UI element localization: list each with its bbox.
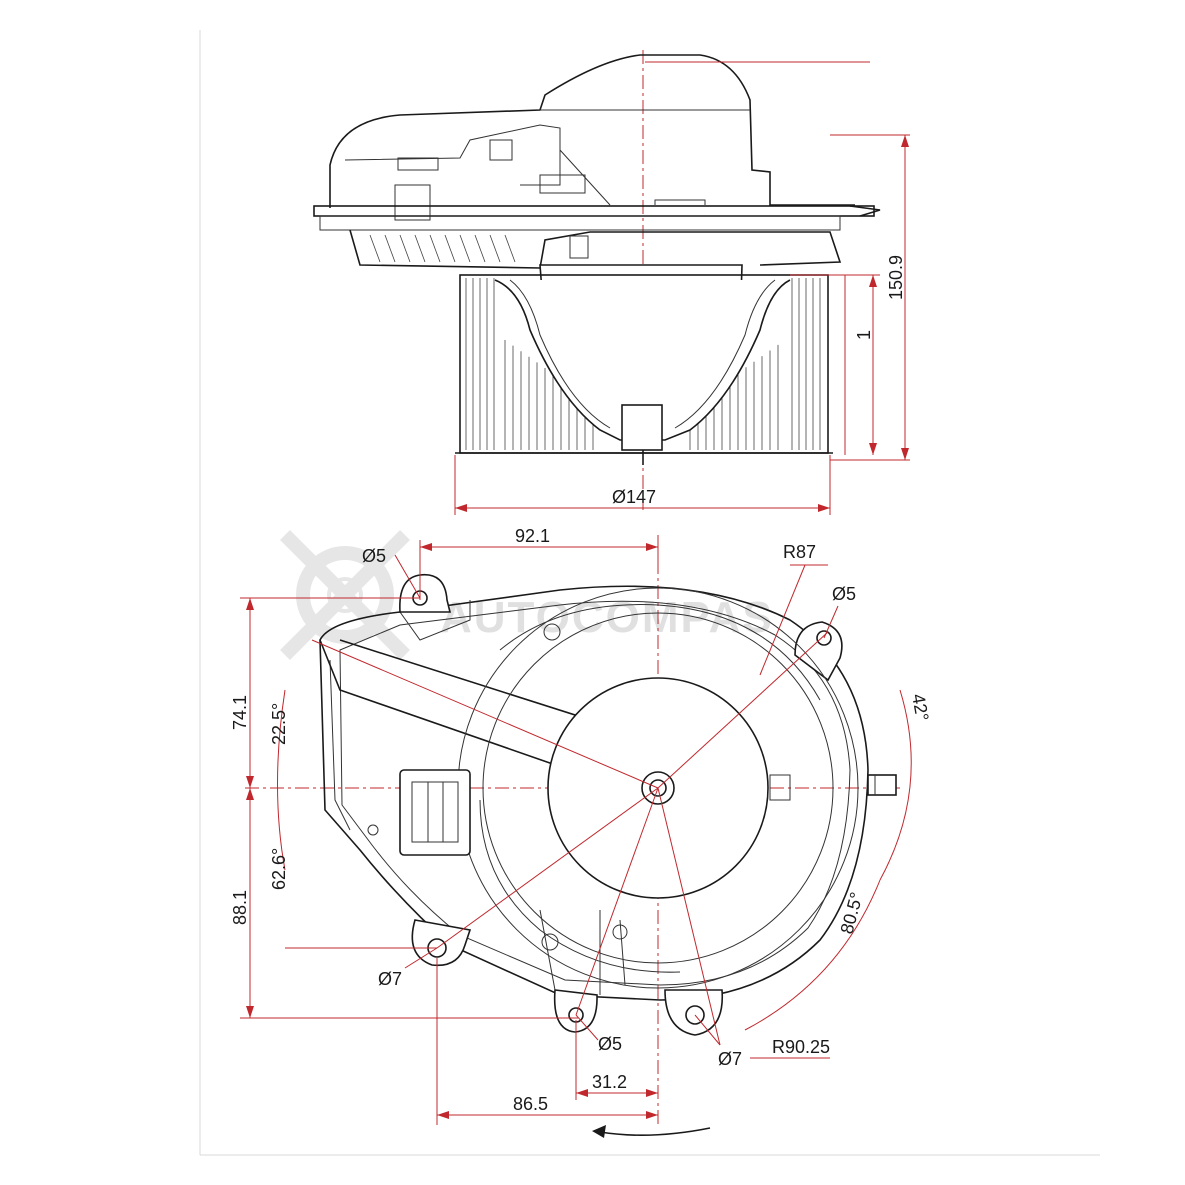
- mount-ear-bottom-mid: [553, 989, 598, 1033]
- dim-height-upper: 74.1: [230, 597, 420, 788]
- dim-diameter: Ø147: [454, 455, 831, 515]
- dim-hole-bottom-mid: Ø5: [575, 1014, 622, 1054]
- watermark: AUTOCOMPAS: [280, 530, 772, 660]
- dim-hole-bottom-right: Ø7: [694, 1014, 742, 1069]
- bottom-view: Ø5 92.1 R87 Ø5 74.1: [230, 526, 932, 1138]
- label-angle-lower: 62.6°: [269, 848, 289, 890]
- label-angle-bottom-right: 80.5°: [837, 890, 867, 936]
- label-height-fan: 1: [854, 330, 874, 340]
- dim-offset-top: 92.1: [419, 526, 659, 600]
- dim-height-fan: 1: [790, 274, 880, 455]
- mount-ear-top-right: [794, 621, 843, 682]
- gear-logo-icon: [280, 530, 410, 660]
- dim-radius-top: R87: [759, 542, 828, 676]
- dim-offset-bottom: 86.5: [436, 958, 658, 1125]
- dim-angle-upper: 22.5°: [269, 703, 289, 745]
- fan-hub-cone: [494, 279, 791, 441]
- label-hole-top-left: Ø5: [362, 546, 386, 566]
- lower-housing: [349, 229, 842, 269]
- dim-offset-mid: 31.2: [575, 1020, 658, 1100]
- mount-ear-top-left: [399, 573, 452, 613]
- label-height-lower: 88.1: [230, 890, 250, 925]
- label-height-upper: 74.1: [230, 695, 250, 730]
- dim-hole-left: Ø7: [378, 947, 438, 989]
- label-height-total: 150.9: [886, 255, 906, 300]
- label-hole-top-right: Ø5: [832, 584, 856, 604]
- label-hole-bottom-mid: Ø5: [598, 1034, 622, 1054]
- housing-cover: [329, 54, 855, 208]
- page-frame: [199, 30, 1100, 1156]
- label-diameter: Ø147: [612, 487, 656, 507]
- dim-height-total: 150.9: [645, 61, 910, 461]
- label-radius-top: R87: [783, 542, 816, 562]
- label-hole-bottom-right: Ø7: [718, 1049, 742, 1069]
- label-angle-upper: 22.5°: [269, 703, 289, 745]
- right-outlet-tab: [867, 774, 897, 796]
- mounting-flange: [313, 205, 875, 217]
- inner-ring-mid: [482, 612, 834, 964]
- dim-angle-bottom-right: 80.5°: [837, 890, 867, 936]
- label-offset-bottom: 86.5: [513, 1094, 548, 1114]
- label-offset-top: 92.1: [515, 526, 550, 546]
- dim-angle-right: 42°: [908, 692, 932, 722]
- rotation-direction-arrow-icon: [592, 1125, 711, 1138]
- motor-terminal: [769, 774, 791, 801]
- mount-ear-bottom-right: [664, 989, 724, 1036]
- shaft-bushing: [621, 404, 663, 451]
- label-angle-right: 42°: [908, 692, 932, 722]
- shaft-hub: [641, 771, 675, 805]
- dim-hole-top-left: Ø5: [362, 546, 421, 599]
- dim-hole-top-right: Ø5: [823, 584, 856, 639]
- label-radius-bottom: R90.25: [772, 1037, 830, 1057]
- label-hole-left: Ø7: [378, 969, 402, 989]
- dim-radius-bottom: R90.25: [750, 1037, 830, 1059]
- top-view: 150.9 1 Ø147: [313, 50, 910, 515]
- dim-angle-lower: 62.6°: [269, 848, 437, 949]
- electrical-connector: [399, 769, 471, 856]
- dim-height-lower: 88.1: [230, 788, 578, 1019]
- label-offset-mid: 31.2: [592, 1072, 627, 1092]
